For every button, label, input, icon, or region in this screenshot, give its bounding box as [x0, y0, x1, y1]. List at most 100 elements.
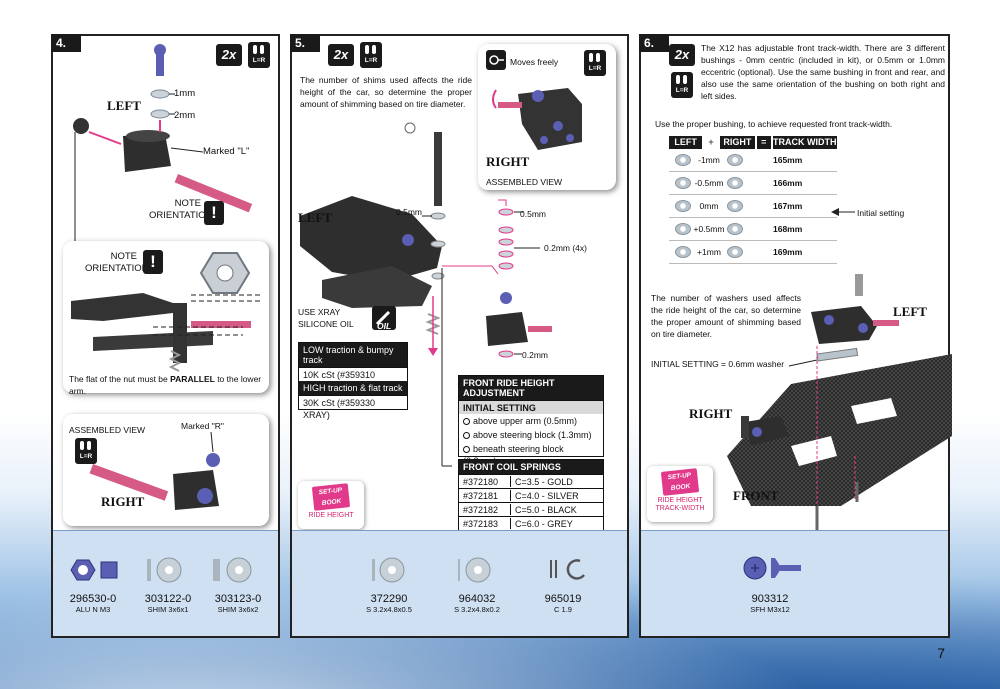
step-number: 6. [639, 34, 669, 52]
qty-2x-icon: 2x [328, 44, 354, 66]
front-suspension-illustration [300, 122, 552, 467]
ride-height-table: FRONT RIDE HEIGHT ADJUSTMENT INITIAL SET… [458, 375, 604, 466]
label-right: RIGHT [689, 406, 733, 421]
header-equals: = [756, 136, 771, 149]
step-number: 4. [51, 34, 81, 52]
label-2mm: 2mm [174, 110, 196, 121]
label-right: RIGHT [486, 154, 530, 169]
left-right-icon: L=R [671, 72, 693, 98]
part-item: 303122-0 SHIM 3x6x1 [144, 593, 192, 614]
header-track-width: TRACK WIDTH [772, 136, 837, 149]
countersunk-screw-icon [743, 556, 801, 580]
label-oil: OIL [377, 321, 392, 331]
header-plus: + [704, 136, 718, 149]
intro-text: The number of shims used affects the rid… [300, 75, 472, 109]
oil-icon [372, 306, 396, 330]
left-right-icon: L=R [248, 42, 270, 68]
callout-parallel-nut: NOTE ORIENTATION ! The flat of the nut m… [63, 241, 269, 396]
setup-book-ride-height-track-width: SET-UP BOOK RIDE HEIGHT TRACK-WIDTH [647, 466, 713, 522]
setup-book-label: RIDE HEIGHT TRACK-WIDTH [655, 497, 705, 512]
bushing-icon [675, 223, 691, 235]
parallel-note: The flat of the nut must be PARALLEL to … [69, 374, 262, 396]
label-initial-setting: Initial setting [857, 208, 905, 218]
shim-05-icon [372, 557, 405, 583]
chassis-illustration [727, 274, 952, 536]
parts-strip: 903312 SFH M3x12 [641, 530, 948, 636]
washer-note: The number of washers used affects the r… [651, 293, 801, 339]
nut-icon [70, 559, 118, 581]
setup-book-ride-height: SET-UP BOOK RIDE HEIGHT [298, 481, 364, 529]
shim-1mm-icon [147, 557, 182, 583]
part-item: 296530-0 ALU N M3 [69, 593, 117, 614]
initial-setting-arrow [831, 208, 855, 216]
springs-title: FRONT COIL SPRINGS [459, 460, 603, 474]
part-item: 964032 S 3.2x4.8x0.2 [454, 593, 500, 614]
part-item: 903312 SFH M3x12 [750, 593, 790, 614]
ride-height-row: above upper arm (0.5mm) [459, 414, 603, 428]
ride-height-title: FRONT RIDE HEIGHT ADJUSTMENT [459, 376, 603, 400]
bushing-icon [727, 246, 743, 258]
part-item: 372290 S 3.2x4.8x0.5 [366, 593, 412, 614]
parts-strip: 296530-0 ALU N M3 303122-0 SHIM 3x6x1 30… [53, 530, 278, 636]
track-width-header: LEFT + RIGHT = TRACK WIDTH [669, 136, 837, 149]
track-width-table: LEFT + RIGHT = TRACK WIDTH -1mm 165mm -0… [669, 136, 837, 264]
qty-2x-icon: 2x [669, 44, 695, 66]
part-item: 965019 C 1.9 [544, 593, 582, 614]
moves-freely-icon [486, 50, 506, 70]
oil-row: 30K cSt (#359330 XRAY) [299, 395, 407, 420]
label-assembled-view: ASSEMBLED VIEW [69, 425, 146, 435]
header-right: RIGHT [719, 136, 755, 149]
part-item: 303123-0 SHIM 3x6x2 [214, 593, 262, 614]
label-assembled-view: ASSEMBLED VIEW [486, 177, 563, 187]
left-right-icon: L=R [360, 42, 382, 68]
callout-assembled-view-right: ASSEMBLED VIEW L=R Marked "R" RIGHT [63, 414, 269, 526]
book-icon: SET-UP BOOK [660, 468, 700, 496]
ride-height-row: above steering block (1.3mm) [459, 428, 603, 442]
track-width-row: +1mm 169mm [669, 241, 837, 264]
label-02mm: 0.2mm [522, 350, 548, 360]
bushing-icon [675, 177, 691, 189]
ride-height-subtitle: INITIAL SETTING [459, 400, 603, 414]
warning-icon: ! [204, 201, 224, 225]
c-clip-icon [550, 559, 585, 580]
ride-height-row: beneath steering block (0.2mm) [459, 442, 603, 466]
left-right-icon-2: L=R [584, 50, 606, 76]
bushing-note: Use the proper bushing, to achieve reque… [655, 119, 893, 129]
callout-assembled-view: Moves freely L=R RIGHT ASSEMBLED VIEW [478, 44, 616, 190]
label-left: LEFT [893, 304, 927, 319]
qty-2x-icon: 2x [216, 44, 242, 66]
label-05mm-a: 0.5mm [396, 207, 422, 217]
label-front: FRONT [733, 488, 779, 503]
header-left: LEFT [669, 136, 703, 149]
parts-strip: 372290 S 3.2x4.8x0.5 964032 S 3.2x4.8x0.… [292, 530, 627, 636]
assembled-arm-illustration [492, 88, 582, 150]
label-marked-l: Marked "L" [203, 146, 250, 157]
oil-row: HIGH traction & flat track [299, 381, 407, 395]
intro-text: The X12 has adjustable front track-width… [701, 43, 945, 101]
ball-stud-illustration [73, 44, 253, 376]
assembled-block-illustration [89, 431, 220, 510]
oil-row: LOW traction & bumpy track [299, 343, 407, 367]
panel-step-6: 6. 2x L=R The X12 has adjustable front t… [639, 34, 952, 638]
label-right: RIGHT [101, 494, 145, 509]
label-note-orientation: NOTE ORIENTATION [149, 198, 213, 221]
panel-step-5: 5. 2x L=R The number of shims used affec… [290, 34, 629, 638]
book-icon: SET-UP BOOK [311, 483, 351, 511]
bushing-icon [727, 154, 743, 166]
bushing-icon [727, 177, 743, 189]
label-02mm-4x: 0.2mm (4x) [544, 243, 587, 253]
bushing-icon [675, 246, 691, 258]
label-left: LEFT [107, 98, 141, 113]
warning-icon-2: ! [143, 250, 163, 274]
track-width-row: -0.5mm 166mm [669, 172, 837, 195]
label-note-orientation-2: NOTE ORIENTATION [85, 251, 149, 274]
label-1mm: 1mm [174, 88, 196, 99]
bushing-icon [727, 200, 743, 212]
shim-2mm-icon [213, 557, 252, 583]
bushing-icon [727, 223, 743, 235]
oil-row: 10K cSt (#359310 XRAY) [299, 367, 407, 392]
